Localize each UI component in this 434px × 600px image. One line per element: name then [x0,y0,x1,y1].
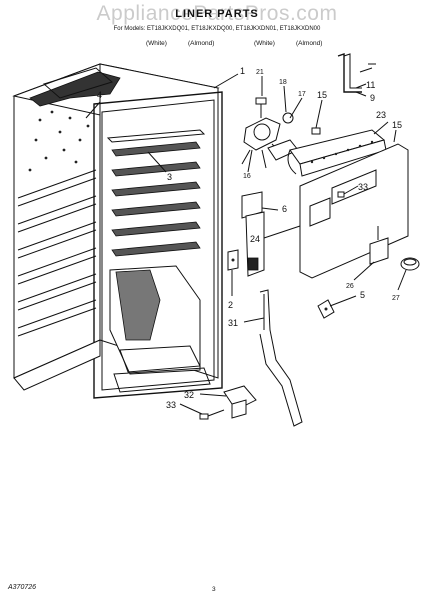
color-almond-1: (Almond) [188,40,215,47]
callout-17: 17 [298,91,306,98]
page-title: LINER PARTS [175,8,259,20]
color-almond-2: (Almond) [296,40,323,47]
evaporator-cover [287,129,387,177]
callout-2: 2 [228,300,233,310]
callout-11: 11 [366,80,375,90]
callout-26: 26 [346,283,354,290]
air-duct [241,191,265,277]
callout-9: 9 [370,93,375,103]
callout-4: 4 [97,90,102,100]
callout-33b: 33 [358,182,368,192]
light-lens [227,249,239,271]
drain-channel [259,289,303,427]
leader-lines [85,73,407,415]
callout-15b: 15 [392,120,402,130]
mounting-bracket [369,226,389,265]
color-white-2: (White) [254,40,275,47]
callout-32: 32 [184,390,194,400]
clip [317,299,335,319]
fan-motor-assembly [241,97,321,169]
callout-31: 31 [228,318,238,328]
callout-23: 23 [376,110,386,120]
model-list: For Models: ET18JKXDQ01, ET18JKXDQ00, ET… [113,26,321,32]
liner-box [12,63,223,399]
callout-21: 21 [256,69,264,76]
callout-27: 27 [392,295,400,302]
callout-24: 24 [250,234,260,244]
page-number: 3 [212,586,216,593]
callout-33a: 33 [166,400,176,410]
callout-15a: 15 [317,90,327,100]
callout-16: 16 [243,173,251,180]
control-knob [400,257,420,271]
callout-labels: 1 2 3 4 5 6 9 11 15 15 16 17 18 21 23 24… [97,66,402,410]
callout-1: 1 [240,66,245,76]
callout-5: 5 [360,290,365,300]
callout-6: 6 [282,204,287,214]
drawing-id: A370726 [8,584,37,591]
color-white-1: (White) [146,40,167,47]
callout-3: 3 [167,172,172,182]
drain-fitting [199,385,257,420]
callout-18: 18 [279,79,287,86]
